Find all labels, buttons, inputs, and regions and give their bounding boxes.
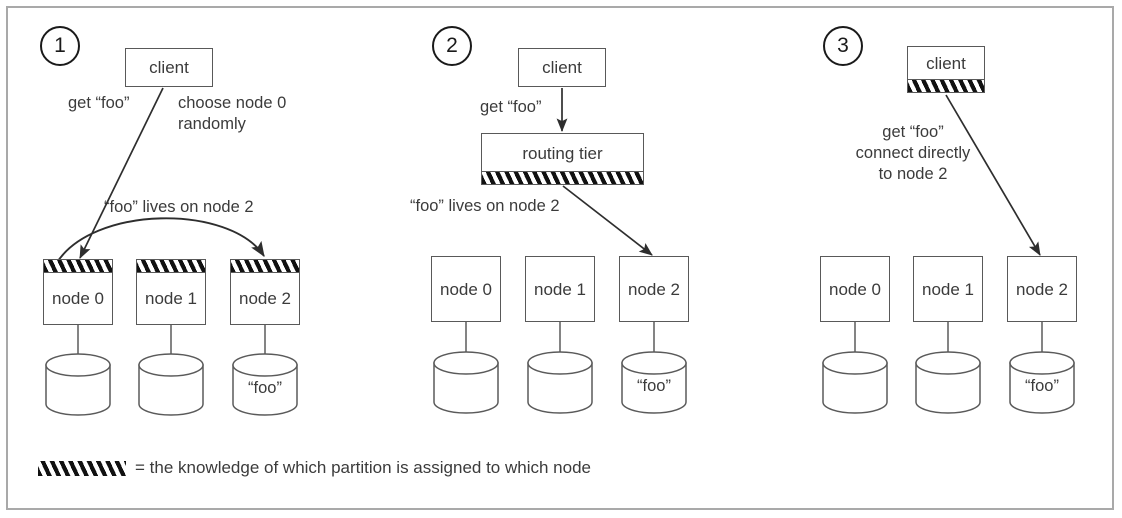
node-box-panel-3-node-2[interactable]: node 2	[1007, 256, 1077, 322]
arrow-node0-to-node2-curved	[55, 217, 265, 265]
datastore-cylinder	[822, 351, 888, 414]
node-label: node 1	[534, 279, 586, 299]
client-label: client	[149, 58, 189, 77]
node-label: node 0	[829, 279, 881, 299]
client-box-panel-1[interactable]: client	[125, 48, 213, 87]
node-box-panel-3-node-0[interactable]: node 0	[820, 256, 890, 322]
routing-tier-label: routing tier	[522, 143, 603, 163]
client-box-panel-2[interactable]: client	[518, 48, 606, 87]
store-content-panel-2-node-2: “foo”	[637, 377, 671, 395]
client-label: client	[926, 54, 966, 73]
store-content-panel-1-node-2: “foo”	[248, 379, 282, 397]
datastore-cylinder	[915, 351, 981, 414]
get-foo-connect-label-panel-3: get “foo” connect directly to node 2	[855, 123, 971, 184]
legend: = the knowledge of which partition is as…	[38, 458, 591, 478]
hatched-band	[908, 79, 984, 92]
datastore-cylinder	[433, 351, 499, 414]
hatched-band	[482, 171, 643, 184]
datastore-cylinder	[1009, 351, 1075, 414]
datastore-cylinder	[527, 351, 593, 414]
node-label: node 2	[628, 279, 680, 299]
node-box-panel-3-node-1[interactable]: node 1	[913, 256, 983, 322]
node-box-panel-2-node-0[interactable]: node 0	[431, 256, 501, 322]
hatched-band	[137, 260, 205, 273]
node-box-panel-1-node-1[interactable]: node 1	[136, 259, 206, 325]
client-box-panel-3[interactable]: client	[907, 46, 985, 93]
node-box-panel-1-node-0[interactable]: node 0	[43, 259, 113, 325]
arrow-client-to-node2	[945, 94, 1041, 256]
step-number-2: 2	[432, 26, 472, 66]
arrow-routing-tier-to-node2	[562, 185, 653, 256]
get-foo-label-panel-1: get “foo”	[68, 94, 130, 112]
arrow-client-to-node0	[79, 87, 164, 259]
datastore-cylinder	[45, 353, 111, 416]
node-label: node 0	[440, 279, 492, 299]
store-content-panel-3-node-2: “foo”	[1025, 377, 1059, 395]
node-label: node 0	[52, 288, 104, 308]
datastore-cylinder	[138, 353, 204, 416]
routing-tier-box-panel-2[interactable]: routing tier	[481, 133, 644, 185]
foo-lives-label-panel-1: “foo” lives on node 2	[104, 198, 254, 216]
hatched-band-swatch-icon	[38, 460, 126, 476]
node-box-panel-2-node-1[interactable]: node 1	[525, 256, 595, 322]
hatched-band	[231, 260, 299, 273]
step-number-3: 3	[823, 26, 863, 66]
hatched-band	[44, 260, 112, 273]
node-box-panel-2-node-2[interactable]: node 2	[619, 256, 689, 322]
legend-text: = the knowledge of which partition is as…	[135, 458, 591, 477]
get-foo-label-panel-2: get “foo”	[480, 98, 542, 116]
step-number-1: 1	[40, 26, 80, 66]
node-label: node 1	[145, 288, 197, 308]
datastore-cylinder	[232, 353, 298, 416]
foo-lives-label-panel-2: “foo” lives on node 2	[410, 197, 560, 215]
choose-node-label-panel-1: choose node 0 randomly	[178, 94, 287, 134]
node-label: node 2	[239, 288, 291, 308]
client-label: client	[542, 58, 582, 77]
node-label: node 2	[1016, 279, 1068, 299]
node-label: node 1	[922, 279, 974, 299]
node-box-panel-1-node-2[interactable]: node 2	[230, 259, 300, 325]
datastore-cylinder	[621, 351, 687, 414]
